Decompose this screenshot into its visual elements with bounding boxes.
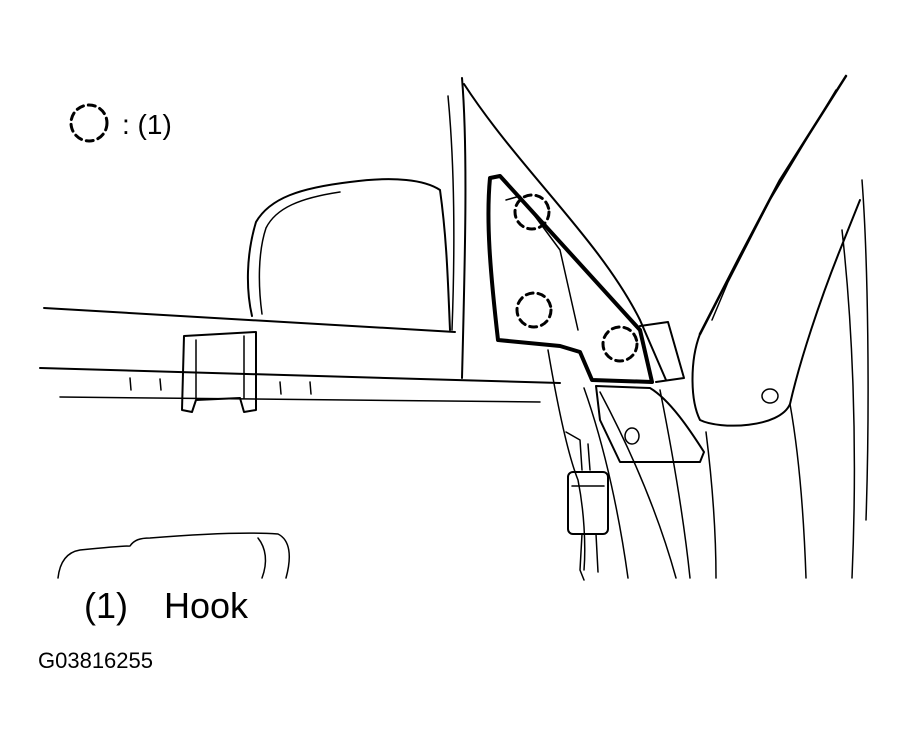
harness-connector [567,471,609,535]
harness-wire [565,431,591,471]
callout-outline [57,532,291,579]
door-mirror-housing [246,178,451,331]
callout-label: Hook [164,585,249,626]
door-frame-line-2 [583,387,629,579]
hook-position-upper [513,193,551,231]
mirror-mounting-cover [486,174,654,384]
door-line-tick-2 [159,378,162,391]
body-panel-line-2 [841,229,856,579]
hook-position-middle [515,291,553,329]
legend-label: : (1) [122,109,172,140]
body-panel-line-3 [861,179,869,521]
hook-position-lower [601,325,639,363]
body-pillar-outline [691,199,861,427]
harness-wire-lower [579,533,599,581]
door-line-tick-1 [129,377,132,391]
bracket-hole [624,427,640,445]
body-panel-line-1 [789,403,807,579]
mirror-housing-inner-edge [258,191,341,315]
callout-number: (1) [84,585,128,626]
belt-clip-detail [195,335,245,399]
mounting-bracket-plate [639,321,685,383]
belt-clip [181,331,257,413]
door-line-tick-4 [309,381,312,395]
door-belt-line-upper [43,307,456,333]
figure-code: G03816255 [38,648,153,673]
door-belt-line-lower [39,367,561,384]
body-pillar-lower [705,431,717,579]
door-frame-line-4 [659,389,691,579]
window-frame-edge [461,77,467,379]
body-hole [761,388,779,404]
door-belt-line-bottom [59,396,541,403]
cover-inner-edge [505,195,579,331]
callout-inner-line [257,537,267,579]
door-frame-line-3 [599,391,677,579]
legend-hook-symbol [69,103,109,143]
windshield-edge-inner [711,89,837,321]
window-frame-inner [447,95,455,331]
door-line-tick-3 [279,381,282,395]
pillar-outer-edge [463,83,667,381]
door-inner-bracket [595,385,705,463]
door-frame-line-1 [547,349,586,571]
